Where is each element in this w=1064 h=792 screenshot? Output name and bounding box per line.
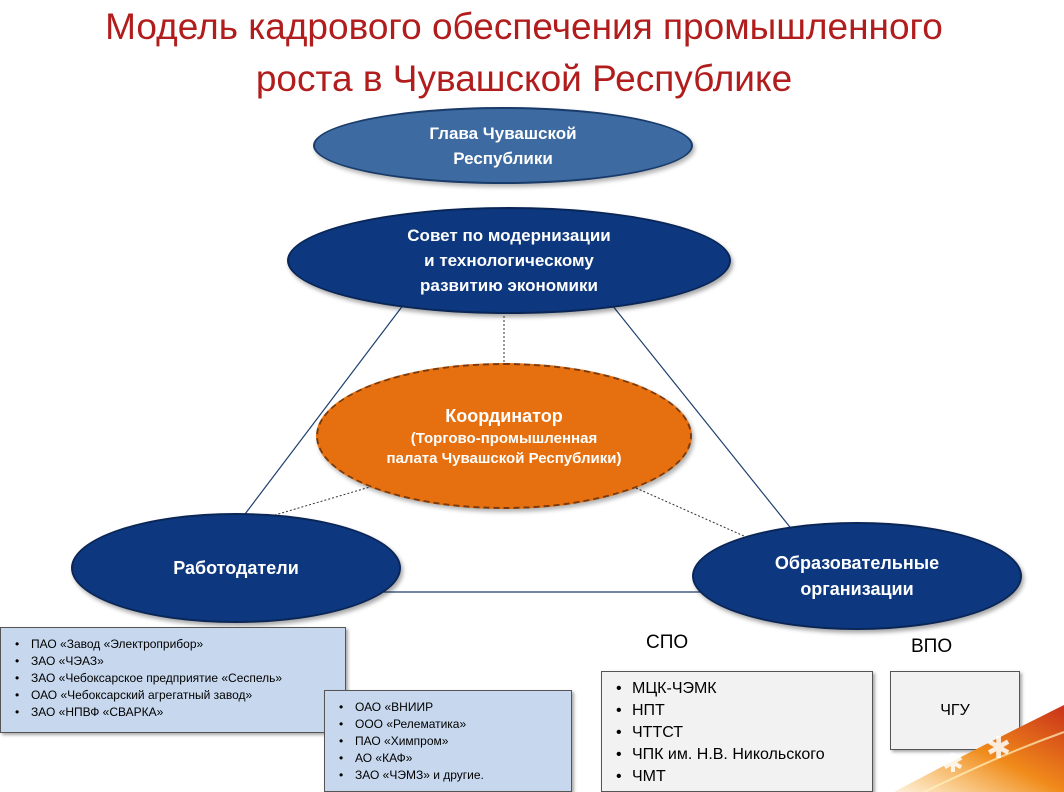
vpo-item: ЧГУ <box>940 701 970 719</box>
list-item: АО «КАФ» <box>339 750 571 767</box>
list-item: ЧПК им. Н.В. Никольского <box>616 744 872 766</box>
list-item: ЗАО «Чебоксарское предприятие «Сеспель» <box>15 670 345 687</box>
coordinator-subtitle: (Торгово-промышленная палата Чувашской Р… <box>386 430 622 467</box>
list-item: ОАО «Чебоксарский агрегатный завод» <box>15 687 345 704</box>
list-item: ОАО «ВНИИР <box>339 699 571 716</box>
employers-list-box-1: ПАО «Завод «Электроприбор» ЗАО «ЧЭАЗ» ЗА… <box>0 627 346 733</box>
head-of-republic-node: Глава Чувашской Республики <box>313 107 693 184</box>
spo-label: СПО <box>646 632 689 653</box>
vpo-label: ВПО <box>911 636 953 657</box>
employers-label: Работодатели <box>173 557 299 578</box>
link-coordinator-education <box>635 487 745 537</box>
list-item: ПАО «Химпром» <box>339 733 571 750</box>
coordinator-node: Координатор (Торгово-промышленная палата… <box>316 363 692 509</box>
star-icon: ✱ <box>986 731 1011 766</box>
list-item: МЦК-ЧЭМК <box>616 678 872 700</box>
council-label: Совет по модернизации и технологическому… <box>407 226 611 295</box>
list-item: ЗАО «НПВФ «СВАРКА» <box>15 704 345 721</box>
coordinator-title: Координатор <box>445 406 563 426</box>
title-line-1: Модель кадрового обеспечения промышленно… <box>105 6 943 47</box>
link-coordinator-employers <box>257 483 381 521</box>
list-item: ПАО «Завод «Электроприбор» <box>15 636 345 653</box>
list-item: ЧМТ <box>616 766 872 788</box>
education-node: Образовательные организации <box>692 522 1022 630</box>
list-item: ЗАО «ЧЭАЗ» <box>15 653 345 670</box>
employers-node: Работодатели <box>71 513 401 623</box>
list-item: ООО «Релематика» <box>339 716 571 733</box>
title-line-2: роста в Чувашской Республике <box>255 58 793 99</box>
employers-list-box-2: ОАО «ВНИИР ООО «Релематика» ПАО «Химпром… <box>324 690 572 792</box>
decorative-wave-graphic: ✱ ✱ <box>894 705 1064 792</box>
vpo-box: ЧГУ <box>890 671 1020 750</box>
list-item: ЧТТСТ <box>616 722 872 744</box>
list-item: ЗАО «ЧЭМЗ» и другие. <box>339 767 571 784</box>
council-node: Совет по модернизации и технологическому… <box>287 207 731 314</box>
spo-list-box: МЦК-ЧЭМК НПТ ЧТТСТ ЧПК им. Н.В. Никольск… <box>601 671 873 792</box>
education-label: Образовательные организации <box>774 553 940 599</box>
head-of-republic-label: Глава Чувашской Республики <box>429 123 577 168</box>
star-icon: ✱ <box>942 749 964 779</box>
list-item: НПТ <box>616 700 872 722</box>
